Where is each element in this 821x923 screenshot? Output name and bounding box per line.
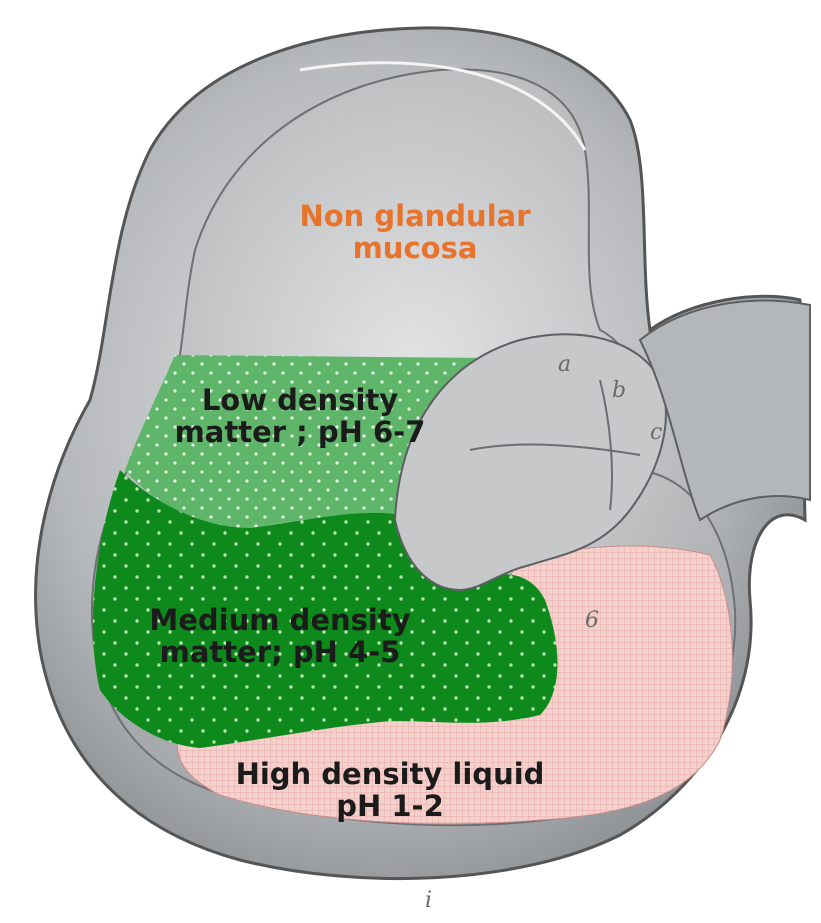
high-density-label: High density liquid pH 1-2: [190, 758, 590, 823]
non-glandular-mucosa-label: Non glandular mucosa: [250, 200, 580, 265]
marker-b: b: [612, 378, 626, 403]
medium-density-line-2: matter; pH 4-5: [100, 636, 460, 668]
marker-c: c: [650, 420, 662, 445]
marker-a: a: [558, 352, 571, 377]
medium-density-label: Medium density matter; pH 4-5: [100, 604, 460, 669]
medium-density-line-1: Medium density: [100, 604, 460, 636]
low-density-line-2: matter ; pH 6-7: [120, 416, 480, 448]
low-density-line-1: Low density: [120, 384, 480, 416]
non-glandular-line-2: mucosa: [250, 232, 580, 264]
high-density-line-1: High density liquid: [190, 758, 590, 790]
marker-i: i: [425, 888, 432, 913]
low-density-label: Low density matter ; pH 6-7: [120, 384, 480, 449]
high-density-line-2: pH 1-2: [190, 790, 590, 822]
non-glandular-line-1: Non glandular: [250, 200, 580, 232]
marker-six: 6: [585, 608, 599, 633]
